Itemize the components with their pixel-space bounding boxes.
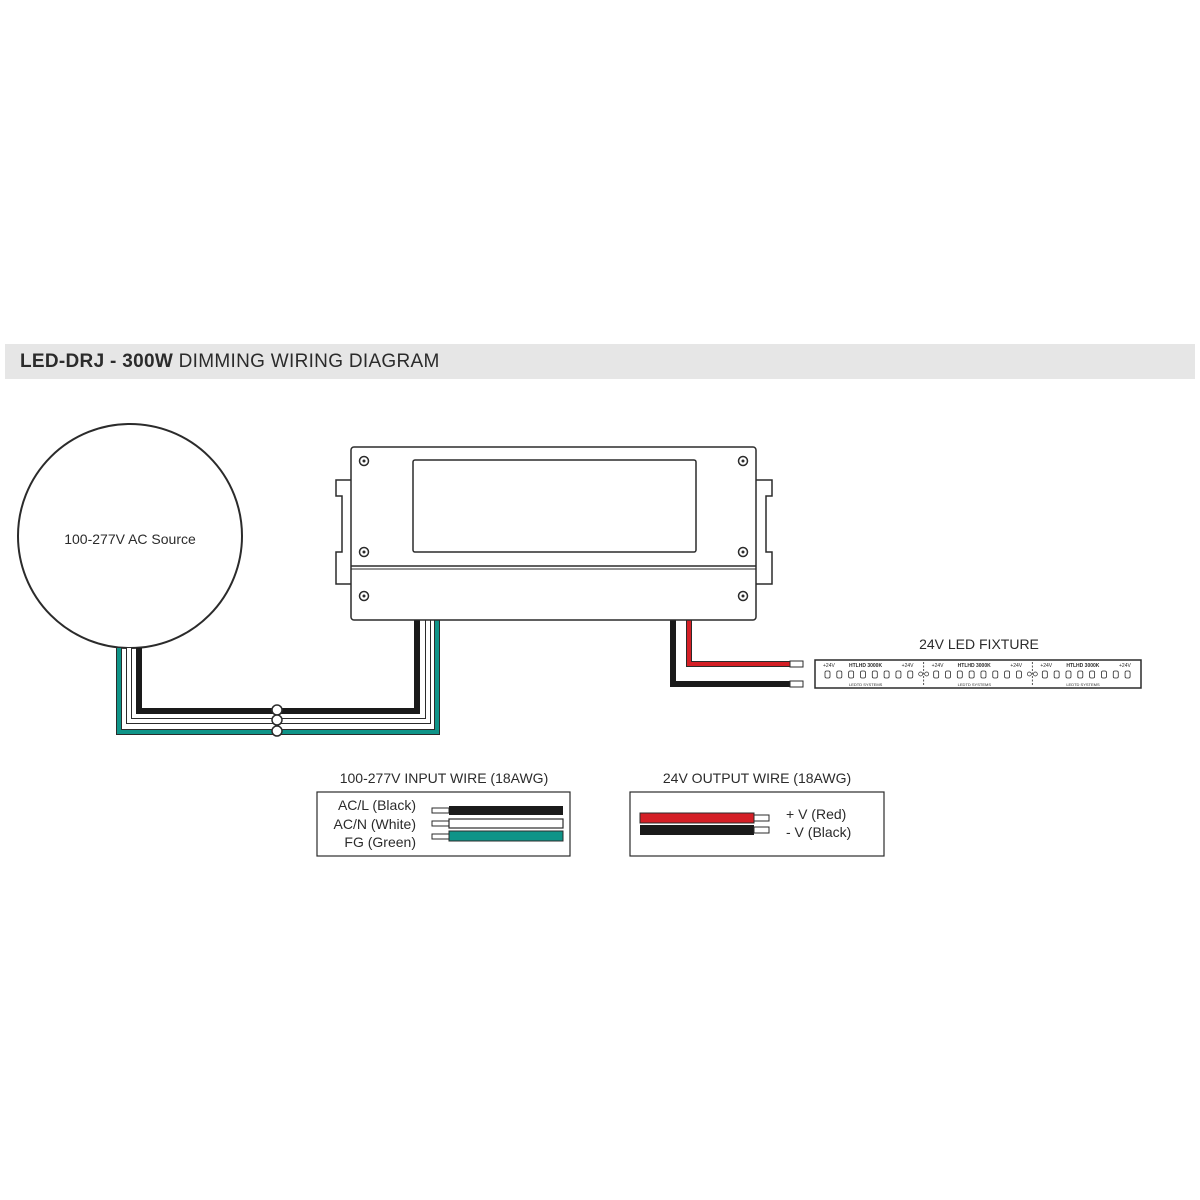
fixture-voltage-mark: +24V: [1040, 663, 1052, 669]
fixture-model-mark: HTLHD 3000K: [1066, 663, 1099, 669]
fixture-brand-mark: LEDTD SYSTEMS: [849, 682, 883, 687]
fixture-brand-mark: LEDTD SYSTEMS: [1066, 682, 1100, 687]
splice-connector: [271, 725, 283, 737]
led-chip: [956, 670, 963, 679]
ac-source: 100-277V AC Source: [17, 423, 243, 649]
led-chip: [1041, 670, 1048, 679]
led-chip: [1089, 670, 1096, 679]
ac-source-label: 100-277V AC Source: [64, 531, 196, 547]
output-wire-legend: 24V OUTPUT WIRE (18AWG) + V (Red) - V (B…: [629, 770, 885, 857]
diagram-title: LED-DRJ - 300W DIMMING WIRING DIAGRAM: [20, 351, 440, 373]
fixture-voltage-mark: +24V: [902, 663, 914, 669]
screw-icon: [358, 455, 749, 602]
led-chip: [895, 670, 902, 679]
led-chip: [883, 670, 890, 679]
led-chip: [980, 670, 987, 679]
input-wire-label-white: AC/N (White): [334, 816, 416, 832]
fixture-label: 24V LED FIXTURE: [919, 636, 1039, 652]
led-chip: [1077, 670, 1084, 679]
led-chip: [1065, 670, 1072, 679]
output-wire-label-red: + V (Red): [786, 806, 846, 822]
output-wire-run: [670, 620, 804, 688]
led-chip: [933, 670, 940, 679]
fixture-model-mark: HTLHD 3000K: [849, 663, 882, 669]
solder-pad: [924, 671, 930, 677]
input-wire-label-black: AC/L (Black): [338, 797, 416, 813]
led-chip: [1101, 670, 1107, 679]
output-wire-label-black: - V (Black): [786, 824, 851, 840]
fixture-voltage-mark: +24V: [932, 663, 944, 669]
solder-pad: [1026, 671, 1032, 677]
led-chip: [968, 670, 975, 679]
led-chip: [871, 670, 878, 679]
splice-connector: [271, 714, 283, 726]
splice-connector: [271, 704, 283, 716]
fixture-voltage-mark: +24V: [823, 663, 835, 669]
output-wire-title: 24V OUTPUT WIRE (18AWG): [663, 770, 851, 786]
led-chip: [1016, 670, 1022, 679]
led-chip: [1053, 670, 1060, 679]
input-wire-run: [116, 620, 440, 737]
led-chip: [1124, 670, 1131, 679]
led-chip: [824, 670, 831, 679]
led-fixture: 24V LED FIXTURE +24V +24V HTLHD 3000K LEDTD…: [814, 636, 1142, 689]
diagram-name: DIMMING WIRING DIAGRAM: [178, 351, 440, 372]
input-wire-label-green: FG (Green): [344, 834, 416, 850]
label-window: [412, 459, 697, 553]
led-chip: [836, 670, 843, 679]
fixture-brand-mark: LEDTD SYSTEMS: [958, 682, 992, 687]
led-chip: [1004, 670, 1010, 679]
fixture-model-mark: HTLHD 3000K: [958, 663, 991, 669]
fixture-voltage-mark: +24V: [1010, 663, 1022, 669]
led-chip: [860, 670, 866, 679]
led-chip: [945, 670, 951, 679]
led-chip: [848, 670, 855, 679]
led-chip: [992, 670, 999, 679]
input-wire-title: 100-277V INPUT WIRE (18AWG): [340, 770, 549, 786]
title-bar: LED-DRJ - 300W DIMMING WIRING DIAGRAM: [5, 344, 1195, 379]
input-wire-legend: 100-277V INPUT WIRE (18AWG) AC/L (Black)…: [316, 770, 571, 857]
led-chip: [907, 670, 914, 679]
led-driver: [335, 446, 773, 621]
model-name: LED-DRJ - 300W: [20, 351, 174, 372]
solder-pad: [1032, 671, 1038, 677]
fixture-voltage-mark: +24V: [1119, 663, 1131, 669]
led-chip: [1112, 670, 1119, 679]
solder-pad: [918, 671, 924, 677]
